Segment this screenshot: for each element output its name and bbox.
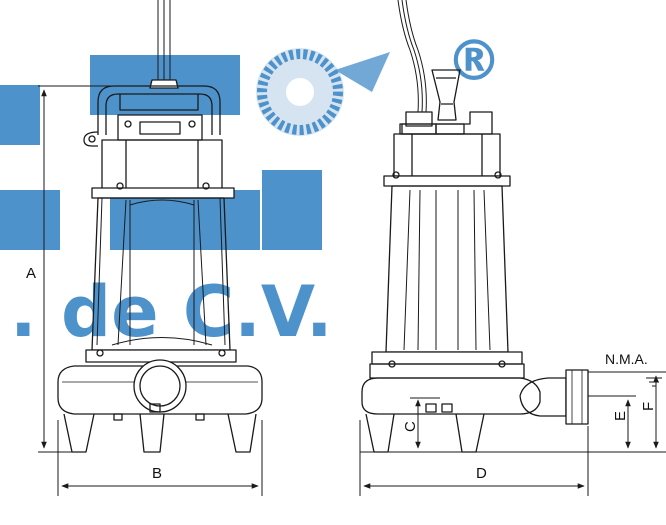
motor-body-side [385,185,509,353]
nma-label: N.M.A. [605,351,648,367]
discharge-flange [565,369,589,425]
pump-volute-side [361,377,541,415]
motor-flange [91,187,235,199]
lifting-handle [97,85,221,135]
power-cable-side [397,0,427,113]
nma-level-mark [588,371,666,387]
pump-volute-front [57,365,263,415]
leg-front-right [227,413,257,453]
company-watermark: ® . de C.V. [0,29,502,353]
pump-front-view [57,0,263,453]
dimension-a [38,85,116,453]
watermark-globe-logo [256,48,390,136]
dimension-label-d: D [476,465,487,482]
watermark-block-4 [110,190,260,250]
pump-side-view [361,0,589,453]
leg-front-left [63,413,95,453]
registered-mark: ® [446,29,502,94]
leg-side-right [455,413,485,453]
dimension-label-f: F [640,402,657,411]
watermark-block-1 [0,85,40,145]
dimension-b [57,420,263,496]
dimension-c [410,397,440,449]
dimension-label-c: C [402,421,419,432]
dimension-label-e: E [612,411,629,421]
discharge-elbow [519,377,567,417]
dimension-e [588,395,636,449]
leg-front-center [139,413,165,453]
dimension-d [359,420,589,496]
dimension-label-b: B [152,465,162,482]
watermark-text: . de C.V. [10,271,333,353]
leg-side-left [365,413,395,453]
power-cable-front [157,0,171,80]
dimension-label-a: A [26,265,36,282]
lifting-hook [83,131,99,147]
vent-spout [431,69,461,121]
watermark-block-3 [0,190,60,250]
watermark-block-5 [262,170,322,250]
